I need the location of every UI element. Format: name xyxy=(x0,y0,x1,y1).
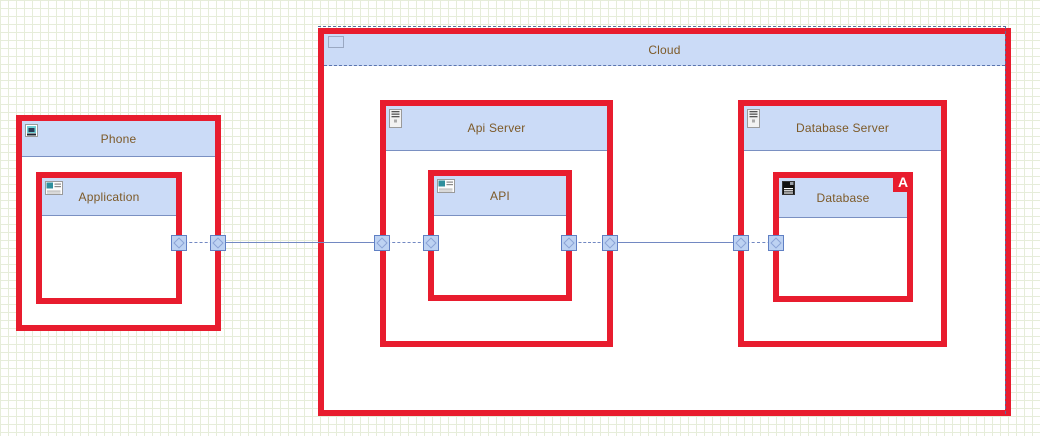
node-api-label: API xyxy=(490,188,510,203)
node-api-server-header[interactable]: Api Server xyxy=(386,106,607,151)
connector-apiserver-to-dbserver[interactable] xyxy=(610,242,741,243)
node-database[interactable]: A Database xyxy=(773,172,913,302)
connector-application-phone-edge[interactable] xyxy=(179,242,218,243)
anchor-apiserver-right[interactable] xyxy=(602,235,618,251)
connector-dbserver-edge-to-database[interactable] xyxy=(741,242,776,243)
node-database-server-label: Database Server xyxy=(795,121,890,135)
node-phone-header[interactable]: Phone xyxy=(22,121,215,157)
app-window-icon xyxy=(437,179,455,193)
node-api-header[interactable]: API xyxy=(434,176,566,216)
anchor-dbserver-left[interactable] xyxy=(733,235,749,251)
phone-device-icon xyxy=(25,124,38,137)
anchor-api-left[interactable] xyxy=(423,235,439,251)
node-application-header[interactable]: Application xyxy=(42,178,176,216)
node-database-header[interactable]: Database xyxy=(779,178,907,218)
node-cloud-label: Cloud xyxy=(648,42,681,57)
node-application[interactable]: Application xyxy=(36,172,182,304)
server-icon xyxy=(747,109,760,128)
database-disk-icon xyxy=(782,181,795,195)
node-application-label: Application xyxy=(78,189,140,204)
connector-apiserver-edge-to-api[interactable] xyxy=(382,242,431,243)
node-cloud-header[interactable]: Cloud xyxy=(324,34,1005,66)
server-icon xyxy=(389,109,402,128)
connector-api-to-apiserver-edge[interactable] xyxy=(569,242,610,243)
connector-phone-to-apiserver[interactable] xyxy=(218,242,382,243)
node-api[interactable]: API xyxy=(428,170,572,301)
node-api-server-label: Api Server xyxy=(467,121,526,135)
anchor-database-left[interactable] xyxy=(768,235,784,251)
group-marker-icon[interactable] xyxy=(328,36,344,48)
node-database-label: Database xyxy=(816,190,870,205)
error-badge[interactable]: A xyxy=(893,172,913,192)
anchor-phone-right[interactable] xyxy=(210,235,226,251)
anchor-apiserver-left[interactable] xyxy=(374,235,390,251)
anchor-api-right[interactable] xyxy=(561,235,577,251)
anchor-application-right[interactable] xyxy=(171,235,187,251)
node-phone-label: Phone xyxy=(100,131,137,146)
node-database-server-header[interactable]: Database Server xyxy=(744,106,941,151)
app-window-icon xyxy=(45,181,63,195)
